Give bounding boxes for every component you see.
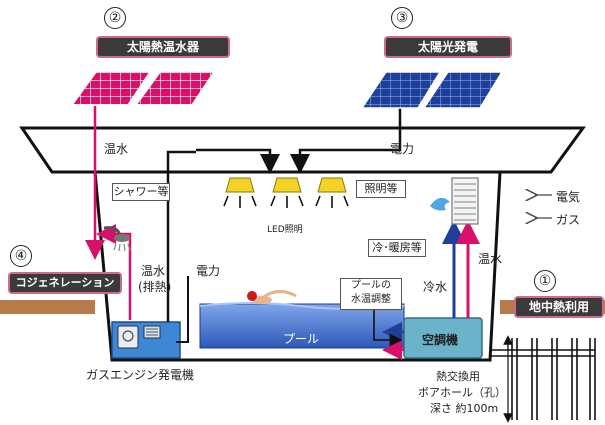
tag-solar-thermal: 太陽熱温水器 (96, 36, 230, 58)
marker-3: ③ (391, 5, 413, 29)
label-pool-temp: プールの 水温調整 (340, 278, 402, 310)
borehole-pipes (511, 338, 596, 420)
label-pool: プール (283, 332, 320, 346)
tag-solar-pv: 太陽光発電 (384, 36, 512, 58)
label-lighting: 照明等 (356, 180, 406, 198)
tag-geothermal: 地中熱利用 (514, 296, 604, 318)
pool-basin (199, 303, 405, 349)
label-electricity: 電気 (556, 190, 581, 204)
label-power-mid: 電力 (196, 264, 221, 278)
label-exhaust-heat: (排熱) (138, 280, 172, 294)
ground-left (0, 300, 95, 314)
marker-4: ④ (10, 243, 32, 267)
label-shower: シャワー等 (112, 183, 170, 201)
label-pool-temp-line2: 水温調整 (351, 294, 391, 305)
label-pool-temp-line1: プールの (351, 280, 391, 291)
label-hot-water-exhaust: 温水 (141, 264, 166, 278)
marker-1: ① (534, 268, 556, 292)
swimmer-figure (247, 290, 297, 304)
solar-thermal-panels (70, 71, 216, 106)
label-gas-engine: ガスエンジン発電機 (86, 368, 195, 382)
label-aircon: 空調機 (422, 333, 459, 347)
label-borehole-1: 熱交換用 (436, 370, 480, 383)
label-cold-water: 冷水 (423, 280, 448, 294)
solar-pv-panels (360, 71, 504, 109)
label-power-top: 電力 (390, 142, 415, 156)
label-led: LED照明 (267, 225, 303, 235)
air-vent (430, 177, 479, 225)
label-cooling-heating: 冷･暖房等 (368, 239, 426, 257)
label-hot-water-top: 温水 (104, 142, 129, 156)
tag-cogeneration: コジェネレーション (8, 272, 122, 294)
label-borehole-2: ボアホール（孔） (418, 386, 506, 399)
label-borehole-3: 深さ 約100m (430, 402, 499, 415)
marker-2: ② (104, 5, 126, 29)
led-lights (223, 177, 349, 208)
shower-head (103, 226, 131, 252)
aircon-body (403, 317, 483, 359)
label-hot-water-right: 温水 (478, 252, 503, 266)
label-gas: ガス (556, 213, 581, 227)
